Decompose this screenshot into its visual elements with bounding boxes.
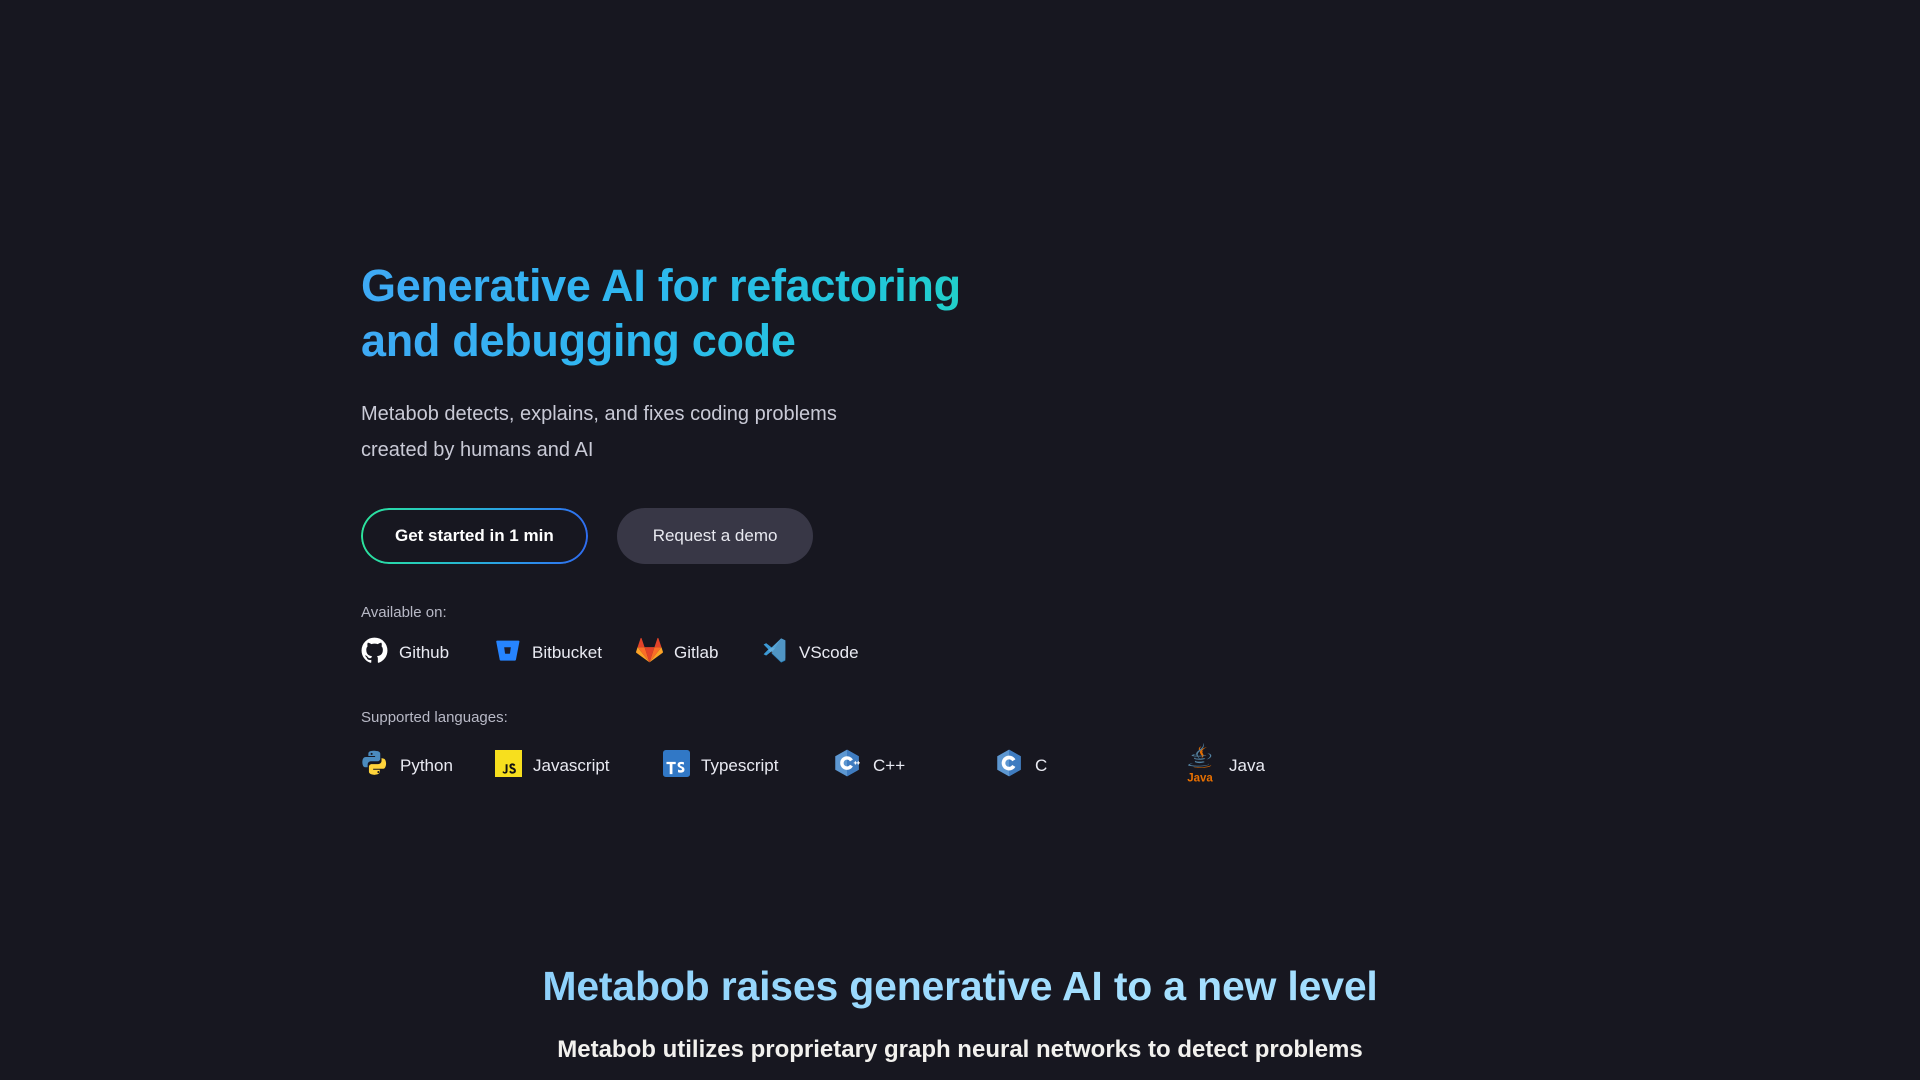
section-subtitle: Metabob utilizes proprietary graph neura… xyxy=(557,1036,1363,1063)
cplusplus-icon xyxy=(832,748,862,783)
platform-label: Bitbucket xyxy=(532,643,602,662)
platform-github[interactable]: Github xyxy=(361,637,494,669)
gitlab-icon xyxy=(636,637,663,669)
request-demo-button[interactable]: Request a demo xyxy=(616,508,814,564)
language-javascript: Javascript xyxy=(495,749,663,782)
available-on-label: Available on: xyxy=(361,604,447,621)
platform-label: Gitlab xyxy=(674,643,719,662)
get-started-button[interactable]: Get started in 1 min xyxy=(361,508,588,564)
platform-vscode[interactable]: VScode xyxy=(761,637,859,669)
language-c: C xyxy=(994,748,1182,783)
language-java: Java Java xyxy=(1182,743,1265,788)
platform-gitlab[interactable]: Gitlab xyxy=(636,637,761,669)
java-icon: Java xyxy=(1182,743,1218,788)
language-cplusplus: C++ xyxy=(832,748,994,783)
hero-actions: Get started in 1 min Request a demo xyxy=(361,468,1361,564)
language-label: Typescript xyxy=(701,755,779,775)
language-label: Javascript xyxy=(533,755,610,775)
request-demo-button-label: Request a demo xyxy=(652,526,778,545)
page-title: Generative AI for refactoring and debugg… xyxy=(361,258,1361,368)
vscode-icon xyxy=(761,637,788,669)
platform-label: VScode xyxy=(799,643,859,662)
hero-subtitle: Metabob detects, explains, and fixes cod… xyxy=(361,403,837,461)
language-typescript: Typescript xyxy=(663,749,832,782)
c-icon xyxy=(994,748,1024,783)
get-started-button-label: Get started in 1 min xyxy=(395,526,554,545)
supported-languages-group: Supported languages: Python xyxy=(361,669,1361,788)
typescript-icon xyxy=(663,749,690,782)
javascript-icon xyxy=(495,749,522,782)
svg-text:Java: Java xyxy=(1187,773,1213,783)
platform-label: Github xyxy=(399,643,450,662)
github-icon xyxy=(361,637,388,669)
language-label: C++ xyxy=(873,755,906,775)
language-label: C xyxy=(1035,755,1048,775)
secondary-section: Metabob raises generative AI to a new le… xyxy=(0,960,1920,1067)
language-label: Python xyxy=(400,755,453,775)
platform-list: Github Bitbucket xyxy=(361,624,1361,669)
supported-languages-label: Supported languages: xyxy=(361,709,508,726)
platform-bitbucket[interactable]: Bitbucket xyxy=(494,637,636,669)
language-label: Java xyxy=(1229,755,1265,775)
python-icon xyxy=(361,749,389,782)
bitbucket-icon xyxy=(494,637,521,669)
section-title: Metabob raises generative AI to a new le… xyxy=(0,960,1920,1012)
hero-section: Generative AI for refactoring and debugg… xyxy=(361,258,1361,788)
language-list: Python Javascript xyxy=(361,729,1361,788)
available-on-group: Available on: Github Bitbucket xyxy=(361,564,1361,669)
language-python: Python xyxy=(361,749,495,782)
